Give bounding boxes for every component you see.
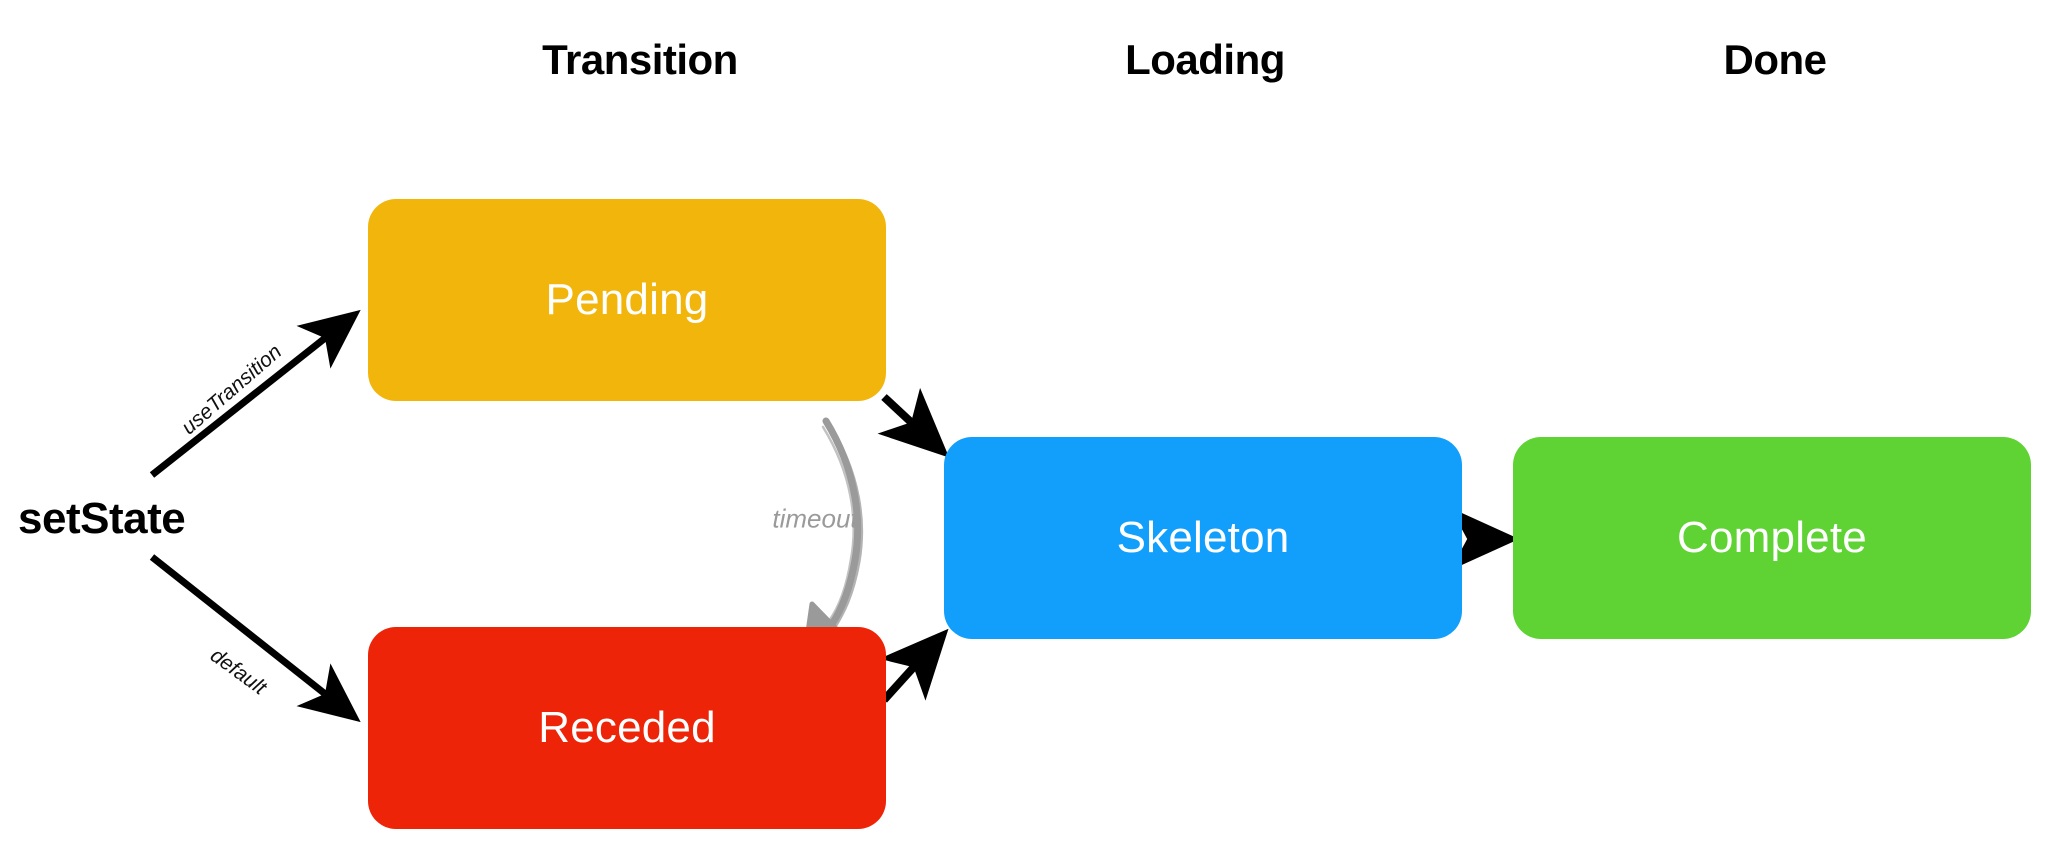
edge-receded-to-skeleton bbox=[879, 628, 949, 703]
edge-pending-to-skeleton bbox=[877, 387, 950, 458]
node-skeleton[interactable]: Skeleton bbox=[944, 437, 1462, 639]
node-complete[interactable]: Complete bbox=[1513, 437, 2031, 639]
node-skeleton-label: Skeleton bbox=[1116, 513, 1290, 562]
node-pending-label: Pending bbox=[545, 275, 709, 324]
node-pending[interactable]: Pending bbox=[368, 199, 886, 401]
node-receded-label: Receded bbox=[538, 703, 716, 752]
node-complete-label: Complete bbox=[1677, 513, 1867, 562]
edge-pending-to-receded-timeout bbox=[803, 417, 864, 651]
edge-setstate-to-pending bbox=[149, 309, 361, 478]
node-receded[interactable]: Receded bbox=[368, 627, 886, 829]
edge-label-timeout: timeout bbox=[772, 503, 858, 534]
column-header-loading: Loading bbox=[1125, 36, 1285, 83]
edge-label-default: default bbox=[206, 643, 271, 700]
origin-label-setstate: setState bbox=[18, 494, 186, 543]
column-header-transition: Transition bbox=[542, 36, 738, 83]
column-header-done: Done bbox=[1723, 36, 1828, 83]
edge-label-usetransition: useTransition bbox=[177, 340, 287, 440]
